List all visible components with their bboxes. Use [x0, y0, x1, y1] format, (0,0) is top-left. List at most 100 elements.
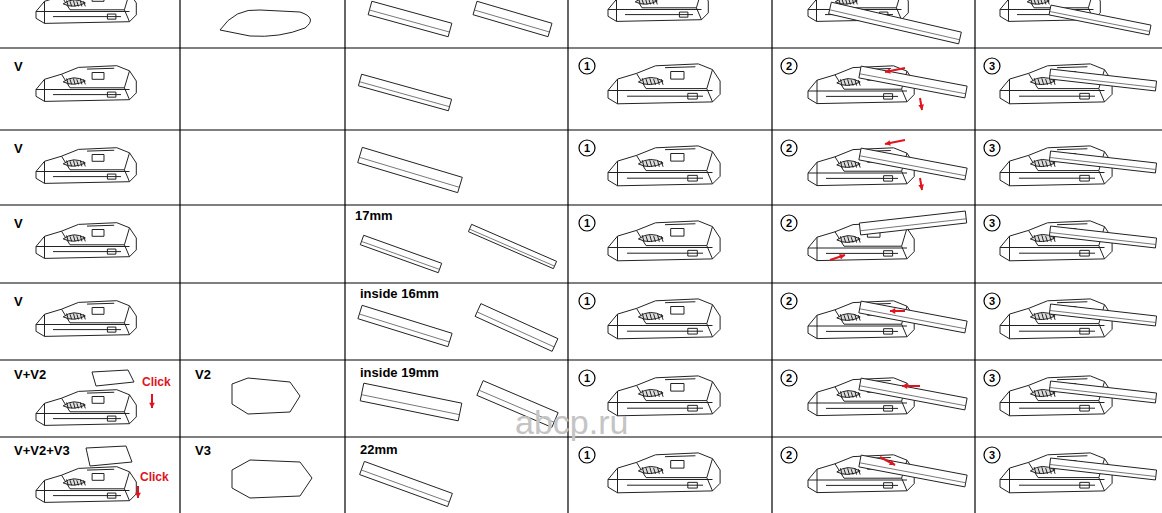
wiper-arm — [859, 66, 967, 98]
red-arrow — [885, 140, 905, 146]
arm-edge — [860, 386, 966, 406]
arm-edge — [860, 74, 966, 94]
callout-circle — [781, 447, 797, 463]
callout-circle — [984, 447, 1000, 463]
callout-number: 2 — [780, 449, 798, 461]
wiper-arm — [360, 461, 453, 506]
v2-adapter — [232, 378, 300, 414]
callout-circle — [984, 293, 1000, 309]
adapter-clip — [36, 390, 136, 426]
adapter-clip — [36, 301, 136, 337]
red-arrow — [902, 383, 920, 389]
callout-number: 3 — [983, 217, 1001, 229]
wiper-arm — [859, 148, 967, 180]
wiper-arm — [358, 305, 452, 346]
arm-edge — [361, 470, 449, 502]
callout-circle — [579, 447, 595, 463]
wiper-arm — [1049, 304, 1156, 326]
adapter-code: V — [14, 142, 23, 156]
v3-on-top — [86, 446, 132, 466]
red-arrow — [885, 68, 905, 74]
callout-number: 2 — [780, 142, 798, 154]
wiper-arm — [360, 235, 441, 272]
callout-circle — [579, 215, 595, 231]
callout-number: 2 — [780, 295, 798, 307]
arm-edge — [860, 463, 966, 483]
arm-edge — [1050, 464, 1156, 476]
wiper-arm — [829, 2, 962, 44]
wiper-arm — [1049, 458, 1156, 480]
red-arrow — [135, 486, 141, 498]
callout-circle — [579, 140, 595, 156]
callout-number: 1 — [578, 60, 596, 72]
wiper-arm — [1049, 151, 1156, 173]
wiper-arm — [859, 378, 967, 410]
wiper-arm — [468, 224, 556, 268]
wiper-arm — [368, 1, 452, 36]
wiper-arm — [358, 147, 463, 192]
adapter-clip — [608, 453, 720, 493]
red-arrow — [918, 98, 924, 110]
arm-edge — [360, 82, 450, 107]
callout-number: 2 — [780, 217, 798, 229]
adapter-clip — [36, 0, 136, 23]
adapter-clip — [608, 0, 708, 21]
red-arrow — [890, 308, 905, 314]
callout-circle — [781, 370, 797, 386]
dimension: 22mm — [360, 443, 398, 457]
wiper-arm — [859, 455, 967, 487]
arm-edge — [359, 157, 459, 187]
adapter-clip — [608, 64, 720, 104]
arm-edge — [1050, 232, 1156, 244]
callout-circle — [984, 370, 1000, 386]
adapter-clip — [608, 221, 720, 261]
wiper-arm — [1049, 69, 1156, 91]
callout-number: 2 — [780, 60, 798, 72]
adapter-clip — [36, 467, 136, 503]
wiper-arm — [360, 383, 462, 421]
red-arrow — [149, 394, 155, 408]
arm-edge — [1050, 157, 1156, 169]
adapter-clip — [36, 66, 136, 102]
arm-edge — [369, 10, 449, 32]
click-note: Click — [140, 471, 169, 484]
adapter-code: V3 — [195, 444, 211, 458]
wiper-arm — [1049, 5, 1151, 35]
callout-circle — [781, 58, 797, 74]
adapter-clip — [36, 223, 136, 259]
click-note: Click — [142, 376, 171, 389]
callout-number: 1 — [578, 295, 596, 307]
arm-edge — [1050, 387, 1156, 399]
adapter-clip — [36, 148, 136, 184]
v2-on-top — [92, 370, 134, 386]
adapter-code: V+V2+V3 — [14, 444, 70, 458]
arm-edge — [361, 241, 439, 269]
watermark: abcp.ru — [515, 404, 628, 441]
callout-circle — [579, 370, 595, 386]
adapter-piece — [220, 10, 310, 37]
callout-circle — [579, 293, 595, 309]
callout-circle — [984, 215, 1000, 231]
callout-number: 3 — [983, 60, 1001, 72]
adapter-clip — [608, 299, 720, 339]
callout-circle — [984, 140, 1000, 156]
dimension: 17mm — [355, 209, 393, 223]
callout-circle — [579, 58, 595, 74]
dimension: inside 16mm — [360, 287, 439, 301]
callout-number: 1 — [578, 372, 596, 384]
arm-edge — [1050, 75, 1156, 87]
arm-edge — [470, 229, 555, 266]
callout-number: 3 — [983, 372, 1001, 384]
callout-number: 3 — [983, 295, 1001, 307]
wiper-arm — [358, 74, 451, 111]
callout-number: 3 — [983, 142, 1001, 154]
callout-number: 2 — [780, 372, 798, 384]
callout-number: 3 — [983, 449, 1001, 461]
arm-edge — [860, 156, 966, 176]
arm-edge — [830, 10, 960, 40]
v3-adapter — [232, 460, 312, 498]
arm-edge — [477, 312, 554, 347]
wiper-arm — [859, 211, 966, 235]
